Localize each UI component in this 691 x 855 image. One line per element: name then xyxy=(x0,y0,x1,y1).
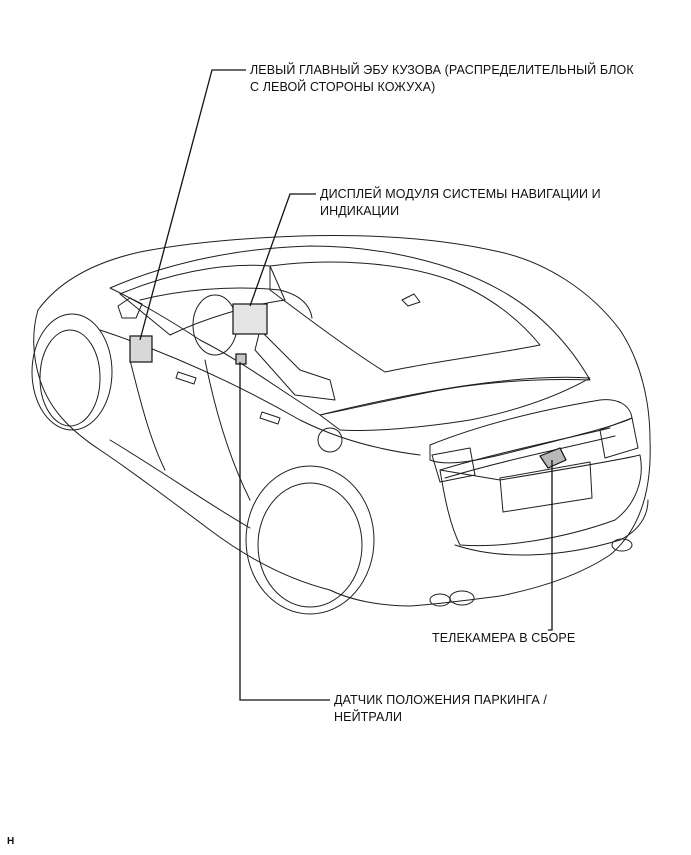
side-mirror xyxy=(117,297,143,319)
door-handle-front xyxy=(175,371,197,385)
leader-display xyxy=(249,193,316,307)
camera-marker xyxy=(539,447,567,469)
front-wheel-arch xyxy=(31,313,113,431)
rear-window xyxy=(319,376,591,432)
leader-body-ecu xyxy=(139,69,246,341)
leader-camera xyxy=(548,460,553,631)
callout-line: НЕЙТРАЛИ xyxy=(334,710,403,724)
tail-light-left xyxy=(431,447,476,483)
windshield xyxy=(119,264,286,336)
side-sill xyxy=(109,439,251,529)
callout-line: ЛЕВЫЙ ГЛАВНЫЙ ЭБУ КУЗОВА (РАСПРЕДЕЛИТЕЛЬ… xyxy=(250,63,634,77)
callout-park-neutral-sensor: ДАТЧИК ПОЛОЖЕНИЯ ПАРКИНГА / НЕЙТРАЛИ xyxy=(334,692,547,726)
rear-bumper xyxy=(454,499,649,556)
display-module-marker xyxy=(232,303,268,335)
rear-face xyxy=(439,454,642,547)
door-line-front xyxy=(129,359,166,471)
tail-light-right xyxy=(599,417,639,459)
rear-spoiler xyxy=(439,427,616,479)
callout-line: ДАТЧИК ПОЛОЖЕНИЯ ПАРКИНГА / xyxy=(334,693,548,707)
shark-fin-antenna xyxy=(401,293,421,307)
dashboard xyxy=(139,287,313,319)
callout-line: ИНДИКАЦИИ xyxy=(320,204,400,218)
trunk-lid xyxy=(429,399,633,464)
door-line-rear xyxy=(204,359,251,501)
callout-navigation-display: ДИСПЛЕЙ МОДУЛЯ СИСТЕМЫ НАВИГАЦИИ И ИНДИК… xyxy=(320,186,601,220)
steering-wheel xyxy=(192,294,238,356)
rear-wheel-arch xyxy=(245,465,375,615)
callout-line: С ЛЕВОЙ СТОРОНЫ КОЖУХА) xyxy=(250,80,436,94)
callout-line: ДИСПЛЕЙ МОДУЛЯ СИСТЕМЫ НАВИГАЦИИ И xyxy=(320,187,601,201)
front-wheel xyxy=(39,329,101,427)
car-body-outline xyxy=(33,235,651,607)
door-handle-rear xyxy=(259,411,281,425)
fuel-door xyxy=(317,427,343,453)
rear-wheel xyxy=(257,482,363,608)
callout-left-main-body-ecu: ЛЕВЫЙ ГЛАВНЫЙ ЭБУ КУЗОВА (РАСПРЕДЕЛИТЕЛЬ… xyxy=(250,62,634,96)
exhaust-tip-left-1 xyxy=(449,590,475,606)
park-sensor-marker xyxy=(235,353,247,365)
figure-code: H xyxy=(7,836,15,847)
license-plate xyxy=(499,461,593,513)
leader-park-sensor xyxy=(239,362,330,701)
center-console xyxy=(254,329,336,401)
exhaust-tip-left-2 xyxy=(429,593,451,607)
callout-line: ТЕЛЕКАМЕРА В СБОРЕ xyxy=(432,631,576,645)
car-roof-panel xyxy=(269,261,541,373)
body-ecu-marker xyxy=(129,335,153,363)
callout-television-camera: ТЕЛЕКАМЕРА В СБОРЕ xyxy=(432,630,575,647)
exhaust-tip-right xyxy=(611,538,633,552)
car-roof xyxy=(109,245,591,416)
